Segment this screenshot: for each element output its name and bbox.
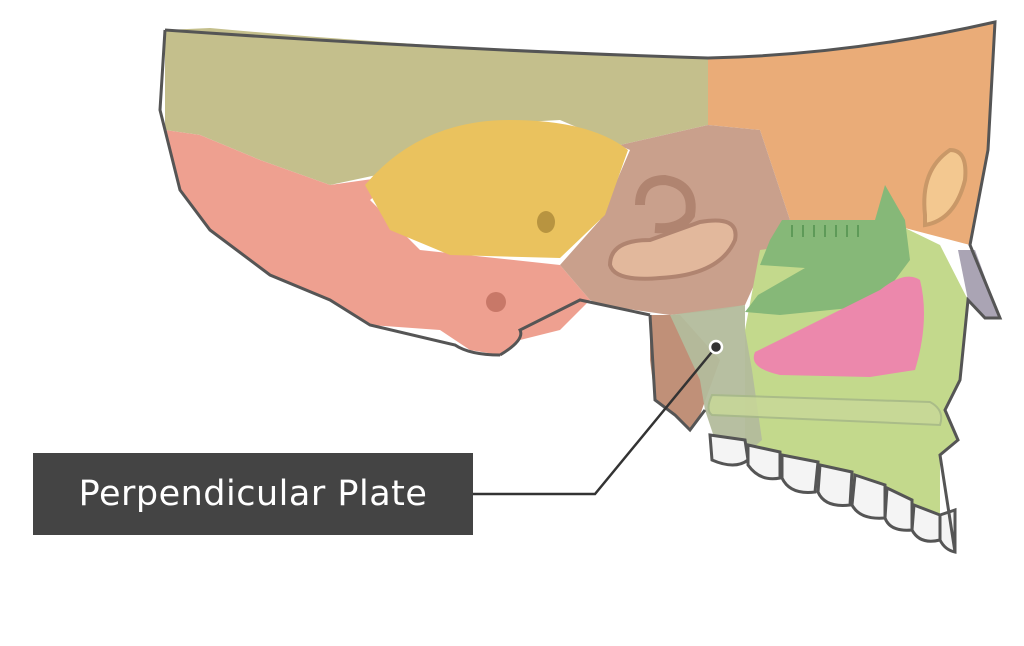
tooth xyxy=(780,453,820,494)
tooth xyxy=(816,463,854,507)
foramen-occipital xyxy=(486,292,506,312)
ethmoid-bone xyxy=(745,185,910,315)
nasal-bone xyxy=(958,250,1000,318)
frontal-sinus xyxy=(922,147,968,228)
pointer-line xyxy=(473,346,717,496)
inferior-nasal-concha xyxy=(753,276,924,377)
occipital-bone xyxy=(165,130,590,355)
structure-label: Perpendicular Plate xyxy=(33,453,473,535)
temporal-bone xyxy=(365,120,628,258)
cribriform-plate xyxy=(791,225,859,237)
pointer-dot xyxy=(708,339,724,355)
skull-outline xyxy=(158,20,1003,553)
parietal-bone xyxy=(165,28,708,185)
sella-turcica xyxy=(635,174,696,234)
structure-label-text: Perpendicular Plate xyxy=(78,474,428,514)
palatine-process xyxy=(707,393,943,427)
foramen xyxy=(537,211,555,233)
perpendicular-plate xyxy=(670,305,762,455)
tooth xyxy=(746,443,782,481)
internal-acoustic-area xyxy=(607,218,738,281)
